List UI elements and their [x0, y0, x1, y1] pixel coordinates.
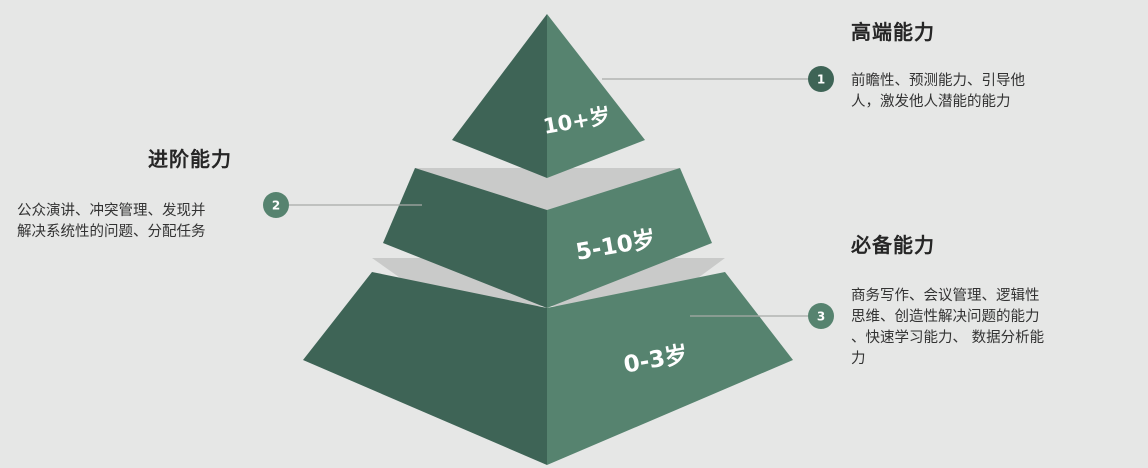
tier-top-description: 前瞻性、预测能力、引导他 人，激发他人潜能的能力	[851, 71, 1025, 113]
tier-bottom-face-left	[303, 272, 547, 465]
badge-1: 1	[808, 66, 834, 92]
tier-top-face-left	[452, 14, 547, 178]
tier-top-face-right	[547, 14, 645, 178]
tier-bottom-description: 商务写作、会议管理、逻辑性 思维、创造性解决问题的能力 、快速学习能力、 数据分…	[851, 286, 1044, 370]
tier-middle-title: 进阶能力	[148, 147, 232, 171]
badge-2: 2	[263, 192, 289, 218]
tier-bottom-desc-line: 商务写作、会议管理、逻辑性	[851, 288, 1040, 304]
tier-bottom-title: 必备能力	[851, 233, 935, 257]
tier-bottom-desc-line: 力	[851, 351, 866, 367]
tier-top-desc-line: 人，激发他人潜能的能力	[851, 94, 1011, 110]
tier-top-desc-line: 前瞻性、预测能力、引导他	[851, 73, 1025, 89]
tier-middle-desc-line: 公众演讲、冲突管理、发现并	[17, 203, 206, 219]
tier-bottom-face-right	[547, 272, 793, 465]
badge-2-number: 2	[272, 199, 280, 213]
badge-3: 3	[808, 303, 834, 329]
tier-middle-description: 公众演讲、冲突管理、发现并 解决系统性的问题、分配任务	[17, 201, 206, 243]
tier-middle-face-left	[383, 168, 547, 308]
badge-1-number: 1	[817, 73, 825, 87]
badge-3-number: 3	[817, 310, 825, 324]
tier-top-title: 高端能力	[851, 20, 935, 44]
tier-middle-desc-line: 解决系统性的问题、分配任务	[17, 224, 206, 240]
tier-bottom-desc-line: 思维、创造性解决问题的能力	[851, 309, 1040, 325]
tier-middle-face-right	[547, 168, 712, 308]
tier-bottom-desc-line: 、快速学习能力、 数据分析能	[851, 330, 1045, 346]
